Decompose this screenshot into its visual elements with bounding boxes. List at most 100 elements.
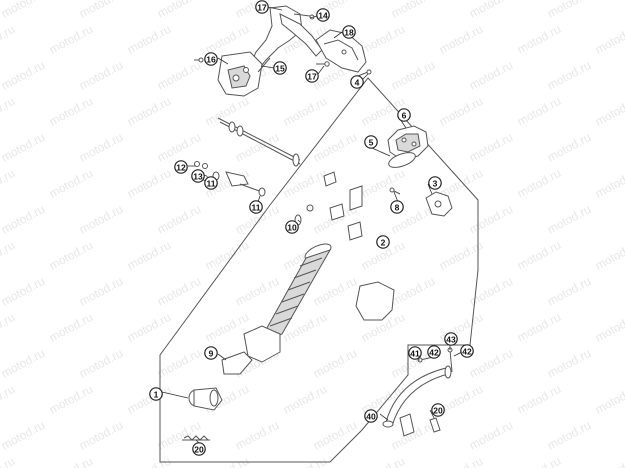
callout-c11b: 11 [249, 200, 263, 214]
callout-circle [285, 220, 299, 234]
watermark-text: motod.ru [545, 346, 593, 381]
watermark-text: motod.ru [515, 166, 563, 201]
watermark-text: motod.ru [203, 454, 251, 468]
watermark-text: motod.ru [77, 0, 125, 21]
watermark-text: motod.ru [47, 94, 95, 129]
callout-c42b: 42 [460, 344, 474, 358]
watermark-text: motod.ru [125, 238, 173, 273]
callout-label: 13 [193, 172, 203, 182]
end-cap-6 [387, 125, 429, 161]
callout-label: 1 [154, 390, 159, 400]
watermark-text: motod.ru [359, 22, 407, 57]
watermark-text: motod.ru [0, 22, 17, 57]
callout-c17b: 17 [305, 69, 319, 83]
callout-c20a: 20 [431, 403, 445, 417]
watermark-text: motod.ru [389, 58, 437, 93]
callout-label: 43 [446, 335, 456, 345]
leader-lines [161, 6, 463, 445]
callout-circle [431, 403, 445, 417]
watermark-text: motod.ru [0, 94, 17, 129]
watermark-text: motod.ru [593, 22, 625, 57]
watermark-text: motod.ru [359, 454, 407, 468]
watermark-text: motod.ru [467, 202, 515, 237]
watermark-text: motod.ru [545, 418, 593, 453]
callout-circle [390, 200, 404, 214]
callout-circle [397, 108, 411, 122]
watermark-text: motod.ru [0, 310, 17, 345]
outlet-piece-9 [221, 325, 281, 375]
callout-c1: 1 [149, 387, 163, 401]
watermark-text: motod.ru [77, 274, 125, 309]
callout-circle [364, 135, 378, 149]
callout-c16: 16 [204, 52, 218, 66]
callout-circle [249, 200, 263, 214]
watermark-text: motod.ru [77, 346, 125, 381]
callout-c13: 13 [191, 169, 205, 183]
callout-c40: 40 [364, 409, 378, 423]
internal-small-parts [294, 171, 401, 241]
watermark-text: motod.ru [0, 238, 17, 273]
watermark-text: motod.ru [0, 202, 47, 237]
watermark-text: motod.ru [77, 130, 125, 165]
watermark-text: motod.ru [203, 310, 251, 345]
watermark-text: motod.ru [0, 454, 17, 468]
callout-label: 40 [366, 412, 376, 422]
watermark-text: motod.ru [125, 454, 173, 468]
watermark-text: motod.ru [281, 166, 329, 201]
callout-circle [192, 442, 206, 456]
watermark-text: motod.ru [0, 58, 47, 93]
watermark-text: motod.ru [0, 166, 17, 201]
watermark-text: motod.ru [515, 238, 563, 273]
watermark-text: motod.ru [125, 382, 173, 417]
watermark-text: motod.ru [593, 382, 625, 417]
watermark-text: motod.ru [545, 274, 593, 309]
watermark-text: motod.ru [155, 202, 203, 237]
callout-label: 14 [318, 11, 328, 21]
callout-circle [342, 25, 356, 39]
callout-c5: 5 [364, 135, 378, 149]
watermark-text: motod.ru [203, 238, 251, 273]
watermark-text: motod.ru [281, 382, 329, 417]
callout-label: 42 [462, 347, 472, 357]
watermark-text: motod.ru [47, 310, 95, 345]
callout-circle [273, 61, 287, 75]
callout-label: 5 [369, 138, 374, 148]
watermark-text: motod.ru [281, 454, 329, 468]
watermark-text: motod.ru [0, 382, 17, 417]
callout-c20b: 20 [192, 442, 206, 456]
callout-c8: 8 [390, 200, 404, 214]
callout-circle [350, 75, 364, 89]
watermark-text: motod.ru [623, 0, 625, 21]
pipe-40 [382, 347, 453, 437]
watermark-text: motod.ru [47, 166, 95, 201]
watermark-text: motod.ru [0, 130, 47, 165]
watermark-text: motod.ru [545, 58, 593, 93]
watermark-text: motod.ru [437, 454, 485, 468]
callout-circle [444, 332, 458, 346]
callout-label: 11 [252, 203, 261, 213]
watermark-text: motod.ru [155, 0, 203, 21]
watermark-text: motod.ru [0, 0, 47, 21]
watermark-text: motod.ru [125, 310, 173, 345]
callout-label: 17 [257, 3, 267, 13]
callout-label: 20 [194, 445, 204, 455]
callout-c41: 41 [408, 346, 422, 360]
watermark-text: motod.ru [47, 238, 95, 273]
watermark-text: motod.ru [311, 346, 359, 381]
watermark-text: motod.ru [77, 202, 125, 237]
watermark-text: motod.ru [233, 274, 281, 309]
callout-label: 41 [410, 349, 420, 359]
watermark-text: motod.ru [467, 346, 515, 381]
watermark-text: motod.ru [77, 418, 125, 453]
bracket-assembly [217, 5, 323, 97]
watermark-text: motod.ru [77, 58, 125, 93]
watermark-text: motod.ru [155, 274, 203, 309]
watermark-text: motod.ru [515, 22, 563, 57]
clamp-1 [188, 387, 223, 411]
watermark-text: motod.ru [545, 130, 593, 165]
watermark-text: motod.ru [47, 382, 95, 417]
callout-label: 11 [207, 179, 216, 189]
callout-label: 8 [395, 203, 400, 213]
